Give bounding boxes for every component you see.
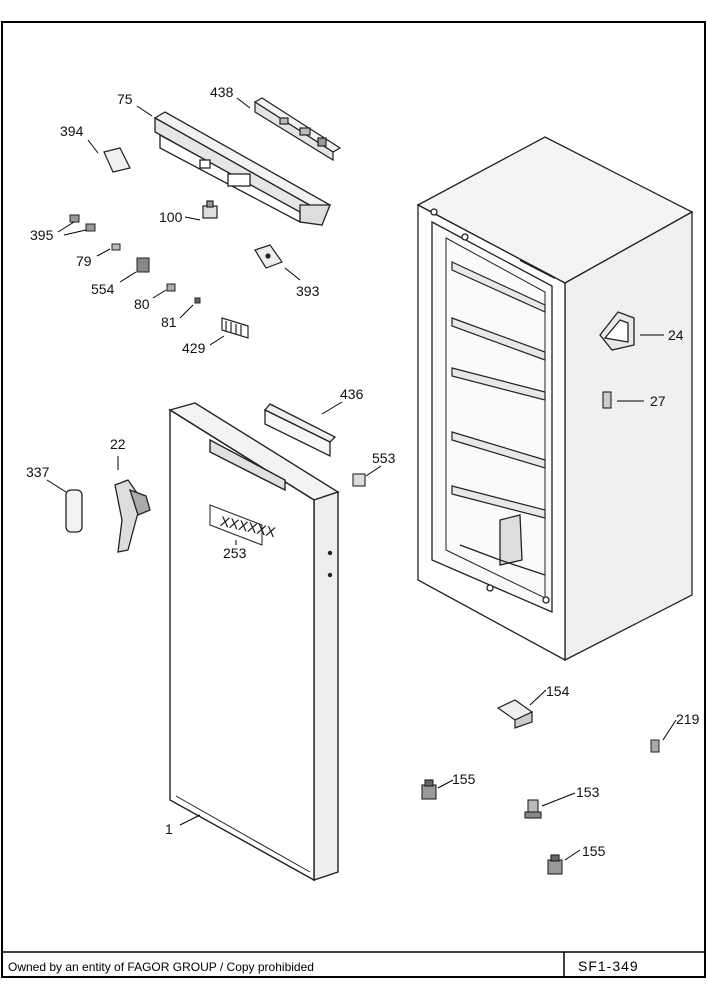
hinge-24-part bbox=[599, 311, 635, 351]
switch-100-part bbox=[202, 200, 218, 219]
label-429: 429 bbox=[182, 340, 206, 356]
cabinet-body bbox=[416, 136, 694, 662]
label-395: 395 bbox=[30, 227, 54, 243]
label-553: 553 bbox=[372, 450, 396, 466]
label-155-upper: 155 bbox=[452, 771, 476, 787]
label-24: 24 bbox=[668, 327, 684, 343]
grille-429-part bbox=[221, 317, 249, 339]
label-393: 393 bbox=[296, 283, 320, 299]
label-153: 153 bbox=[576, 784, 600, 800]
cap-337-part bbox=[65, 489, 83, 533]
foot-153-part bbox=[524, 799, 542, 819]
bracket-154-part bbox=[496, 699, 534, 729]
label-100: 100 bbox=[159, 209, 183, 225]
label-27: 27 bbox=[650, 393, 666, 409]
drawing-code: SF1-349 bbox=[578, 958, 639, 974]
label-1: 1 bbox=[165, 821, 173, 837]
label-154: 154 bbox=[546, 683, 570, 699]
handle-22-part bbox=[114, 479, 151, 553]
hinge-553-part bbox=[352, 473, 366, 487]
label-394: 394 bbox=[60, 123, 84, 139]
door-panel bbox=[168, 402, 340, 882]
clip-79-part bbox=[111, 243, 121, 251]
ownership-notice: Owned by an entity of FAGOR GROUP / Copy… bbox=[8, 960, 314, 974]
lamp-80-part bbox=[166, 283, 176, 292]
label-80: 80 bbox=[134, 296, 150, 312]
pin-27-part bbox=[602, 391, 612, 409]
leader-lines bbox=[46, 97, 677, 861]
foot-155a-part bbox=[421, 779, 437, 800]
label-155-lower: 155 bbox=[582, 843, 606, 859]
label-79: 79 bbox=[76, 253, 92, 269]
control-panel-part bbox=[153, 111, 332, 227]
electronic-board-part bbox=[253, 97, 342, 162]
label-554: 554 bbox=[91, 281, 115, 297]
holder-554-part bbox=[136, 257, 150, 273]
label-81: 81 bbox=[161, 314, 177, 330]
sheet-border bbox=[1, 21, 706, 978]
foot-155b-part bbox=[547, 854, 563, 875]
screw-219-part bbox=[650, 739, 660, 753]
label-22: 22 bbox=[110, 436, 126, 452]
label-219: 219 bbox=[676, 711, 700, 727]
cover-plate-part bbox=[103, 147, 131, 173]
bulb-81-part bbox=[194, 297, 201, 304]
label-337: 337 bbox=[26, 464, 50, 480]
label-253: 253 bbox=[223, 545, 247, 561]
connectors-395-part bbox=[69, 214, 96, 232]
label-438: 438 bbox=[210, 84, 234, 100]
label-436: 436 bbox=[340, 386, 364, 402]
label-75: 75 bbox=[117, 91, 133, 107]
bracket-393-part bbox=[254, 244, 283, 269]
handle-cover-436-part bbox=[263, 403, 337, 458]
